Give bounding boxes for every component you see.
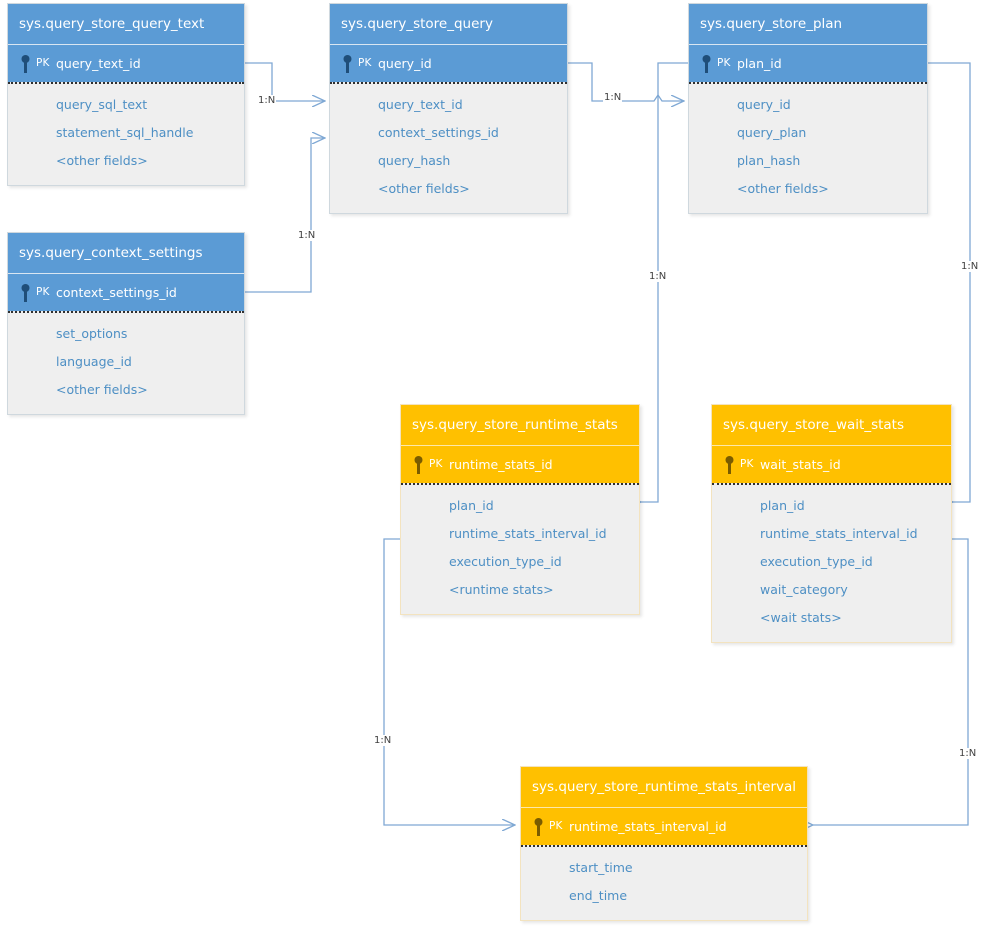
connector-plan-to-runtime-stats [641, 62, 688, 502]
field-row: plan_hash [737, 153, 801, 168]
entity-title: sys.query_store_plan [689, 4, 927, 45]
field-row: set_options [56, 326, 128, 341]
entity-query-store-query[interactable]: sys.query_store_query PK query_id query_… [329, 3, 568, 214]
entity-title: sys.query_store_runtime_stats_interval [521, 767, 807, 808]
entity-fields: plan_id runtime_stats_interval_id execut… [401, 483, 639, 614]
field-row: wait_category [760, 582, 848, 597]
pk-field-name: runtime_stats_interval_id [569, 819, 727, 834]
key-icon [343, 55, 352, 73]
field-row: end_time [569, 888, 628, 903]
field-row: query_plan [737, 125, 807, 140]
cardinality-label-context-settings-query: 1:N [297, 230, 317, 241]
pk-row[interactable]: PK query_id [330, 45, 567, 82]
entity-query-store-runtime-stats[interactable]: sys.query_store_runtime_stats PK runtime… [400, 404, 640, 615]
cardinality-label-query-text-query: 1:N [257, 95, 277, 106]
pk-badge: PK [549, 820, 563, 832]
entity-fields: start_time end_time [521, 845, 807, 920]
pk-separator [330, 82, 567, 84]
pk-row[interactable]: PK runtime_stats_interval_id [521, 808, 807, 845]
pk-badge: PK [717, 57, 731, 69]
pk-field-name: runtime_stats_id [449, 457, 553, 472]
pk-badge: PK [36, 57, 50, 69]
pk-row[interactable]: PK context_settings_id [8, 274, 244, 311]
entity-title: sys.query_context_settings [8, 233, 244, 274]
pk-badge: PK [429, 458, 443, 470]
entity-fields: set_options language_id <other fields> [8, 311, 244, 414]
entity-fields: plan_id runtime_stats_interval_id execut… [712, 483, 951, 642]
field-row: context_settings_id [378, 125, 499, 140]
cardinality-label-plan-wait-stats: 1:N [960, 261, 980, 272]
field-row: execution_type_id [760, 554, 873, 569]
pk-separator [401, 483, 639, 485]
entity-query-store-query-text[interactable]: sys.query_store_query_text PK query_text… [7, 3, 245, 186]
pk-row[interactable]: PK plan_id [689, 45, 927, 82]
entity-query-store-runtime-stats-interval[interactable]: sys.query_store_runtime_stats_interval P… [520, 766, 808, 921]
field-row: plan_id [449, 498, 494, 513]
pk-separator [8, 82, 244, 84]
cardinality-label-plan-runtime-stats: 1:N [648, 271, 668, 282]
field-row: plan_id [760, 498, 805, 513]
key-icon [21, 55, 30, 73]
pk-row[interactable]: PK runtime_stats_id [401, 446, 639, 483]
field-row: <other fields> [56, 153, 148, 168]
field-row: <other fields> [378, 181, 470, 196]
pk-row[interactable]: PK query_text_id [8, 45, 244, 82]
field-row: query_hash [378, 153, 451, 168]
entity-query-store-wait-stats[interactable]: sys.query_store_wait_stats PK wait_stats… [711, 404, 952, 643]
field-row: query_text_id [378, 97, 463, 112]
connector-query-to-plan-hop [650, 93, 684, 101]
pk-separator [712, 483, 951, 485]
field-row: runtime_stats_interval_id [449, 526, 607, 541]
key-icon [534, 818, 543, 836]
entity-fields: query_text_id context_settings_id query_… [330, 82, 567, 213]
pk-field-name: context_settings_id [56, 285, 177, 300]
field-row: execution_type_id [449, 554, 562, 569]
key-icon [414, 456, 423, 474]
cardinality-label-query-plan: 1:N [603, 92, 623, 103]
pk-separator [8, 311, 244, 313]
pk-badge: PK [740, 458, 754, 470]
pk-field-name: wait_stats_id [760, 457, 841, 472]
field-row: <other fields> [737, 181, 829, 196]
entity-fields: query_sql_text statement_sql_handle <oth… [8, 82, 244, 185]
entity-title: sys.query_store_wait_stats [712, 405, 951, 446]
field-row: <wait stats> [760, 610, 842, 625]
entity-fields: query_id query_plan plan_hash <other fie… [689, 82, 927, 213]
pk-row[interactable]: PK wait_stats_id [712, 446, 951, 483]
connector-context-settings-to-query [245, 138, 325, 293]
entity-title: sys.query_store_query [330, 4, 567, 45]
field-row: query_id [737, 97, 791, 112]
pk-badge: PK [36, 286, 50, 298]
field-row: <other fields> [56, 382, 148, 397]
field-row: start_time [569, 860, 633, 875]
field-row: runtime_stats_interval_id [760, 526, 918, 541]
cardinality-label-interval-wait-stats: 1:N [958, 748, 978, 759]
entity-query-context-settings[interactable]: sys.query_context_settings PK context_se… [7, 232, 245, 415]
key-icon [725, 456, 734, 474]
entity-title: sys.query_store_query_text [8, 4, 244, 45]
pk-field-name: plan_id [737, 56, 782, 71]
pk-separator [521, 845, 807, 847]
field-row: query_sql_text [56, 97, 148, 112]
key-icon [702, 55, 711, 73]
entity-query-store-plan[interactable]: sys.query_store_plan PK plan_id query_id… [688, 3, 928, 214]
key-icon [21, 284, 30, 302]
pk-field-name: query_id [378, 56, 432, 71]
cardinality-label-interval-runtime-stats: 1:N [373, 735, 393, 746]
field-row: <runtime stats> [449, 582, 554, 597]
pk-badge: PK [358, 57, 372, 69]
field-row: language_id [56, 354, 132, 369]
field-row: statement_sql_handle [56, 125, 194, 140]
pk-separator [689, 82, 927, 84]
pk-field-name: query_text_id [56, 56, 141, 71]
entity-title: sys.query_store_runtime_stats [401, 405, 639, 446]
